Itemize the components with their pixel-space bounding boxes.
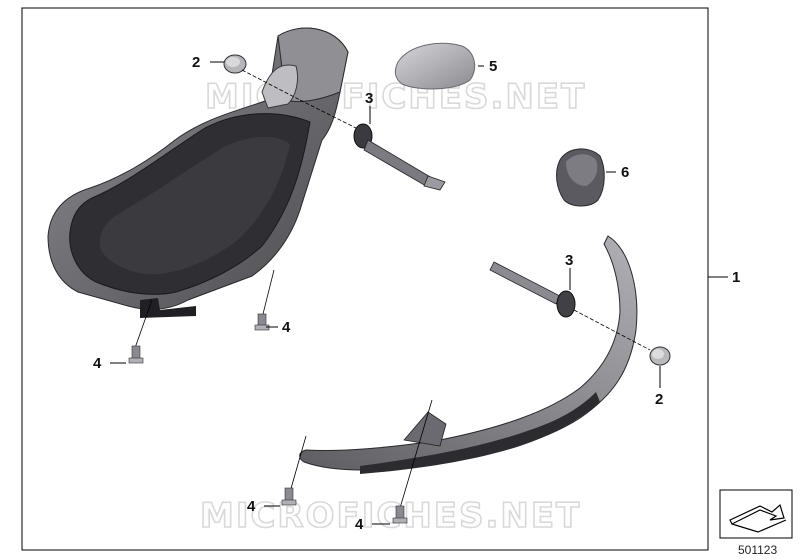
- diagram-frame: [21, 7, 709, 551]
- cap-top: [394, 42, 476, 90]
- callout-grommet-right: 3: [565, 252, 573, 269]
- bolt-top: [223, 54, 301, 101]
- direction-symbol: [719, 489, 793, 539]
- callout-bolt-top: 2: [192, 54, 200, 71]
- screw-a: [128, 299, 153, 364]
- callout-grommet-top: 3: [365, 90, 373, 107]
- callout-screw-b: 4: [282, 319, 291, 336]
- bolt-right: [649, 346, 671, 366]
- screw-d: [392, 399, 433, 524]
- callout-bolt-right: 2: [655, 391, 663, 408]
- cap-right: [556, 148, 605, 207]
- watermark-bottom: MICROFICHES.NET: [200, 496, 581, 536]
- leader-lines: [110, 61, 728, 525]
- callout-cap-right: 6: [621, 164, 629, 181]
- callout-screw-a: 4: [93, 355, 102, 372]
- screw-c: [281, 435, 307, 506]
- grommet-bolt-top: [299, 99, 446, 191]
- diagram-number: 501123: [738, 543, 777, 557]
- callout-screw-d: 4: [355, 516, 364, 533]
- left-hand-guard: [47, 27, 349, 318]
- right-hand-guard: [299, 235, 638, 474]
- grommet-bolt-right: [489, 261, 651, 351]
- screw-b: [254, 269, 275, 331]
- callout-assembly: 1: [732, 269, 740, 286]
- callout-cap-top: 5: [489, 58, 497, 75]
- callout-screw-c: 4: [247, 498, 256, 515]
